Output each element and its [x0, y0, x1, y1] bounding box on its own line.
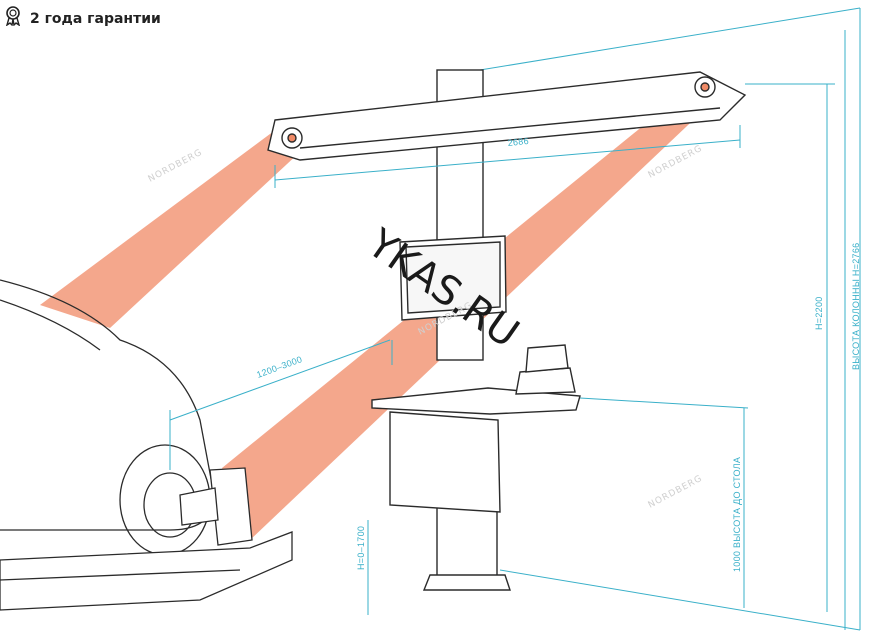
dim-width-beam: 2686 [507, 136, 529, 148]
brand-watermark-4: NORDBERG [647, 474, 705, 511]
camera-beam [267, 71, 747, 161]
dim-column-height: ВЫСОТА КОЛОННЫ H=2766 [851, 243, 861, 370]
target-plate [179, 467, 253, 546]
dim-camera-height: H=2200 [814, 296, 824, 330]
brand-watermark-1: NORDBERG [147, 148, 205, 185]
room-lines [479, 7, 861, 631]
warranty-badge: 2 года гарантии [4, 6, 161, 31]
monitor [399, 235, 507, 321]
dim-distance: 1200–3000 [255, 354, 303, 380]
award-ribbon-icon [4, 6, 22, 31]
beam-left [40, 128, 300, 328]
warranty-title: 2 года гарантии [30, 10, 161, 27]
desk [371, 344, 581, 513]
laser-beams [40, 86, 706, 540]
dimension-lines [169, 30, 846, 630]
dim-table-height: 1000 ВЫСОТА ДО СТОЛА [732, 457, 742, 572]
dim-lift-height: H=0–1700 [356, 526, 366, 570]
lift-platform [0, 531, 293, 611]
